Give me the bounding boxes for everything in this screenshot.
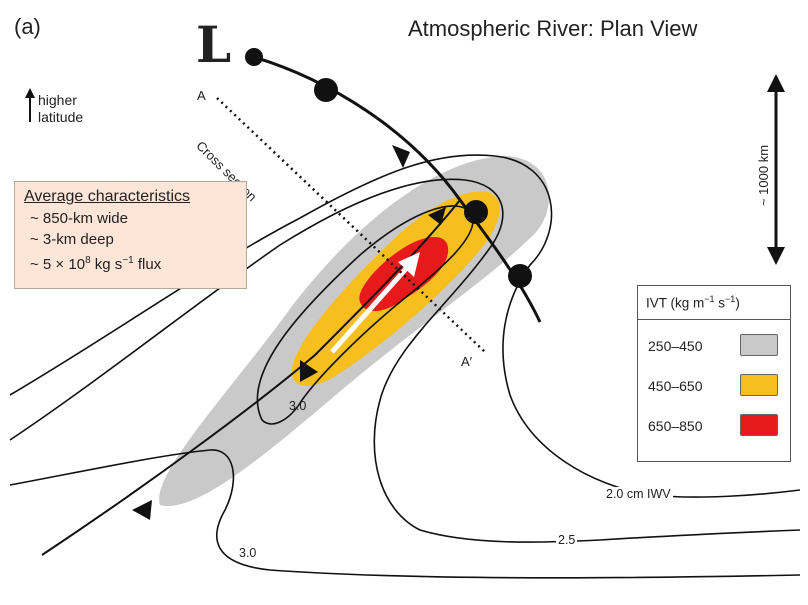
ivt-legend: IVT (kg m−1 s−1) 250–450 450–650 650–850: [637, 285, 791, 462]
legend-item: 250–450: [648, 334, 784, 358]
legend-swatch: [740, 334, 778, 356]
legend-divider: [638, 319, 790, 320]
legend-item: 450–650: [648, 374, 784, 398]
characteristic-width: ~ 850-km wide: [30, 210, 128, 227]
figure-title: Atmospheric River: Plan View: [408, 16, 698, 41]
low-pressure-icon: L: [196, 15, 232, 74]
contour-label-2.5: 2.5: [556, 533, 578, 547]
cross-section-start-label: A: [197, 88, 206, 103]
ivt-flow-arrowhead: [398, 252, 420, 277]
characteristic-flux: ~ 5 × 108 kg s−1 flux: [30, 255, 162, 273]
contour-label-3.0-inner: 3.0: [289, 399, 307, 413]
legend-swatch: [740, 374, 778, 396]
iwv-contour-3.0-outer: [9, 449, 801, 579]
cross-section-end-label: A′: [461, 354, 473, 369]
ivt-flow-arrow: [330, 260, 414, 354]
characteristics-title: Average characteristics: [24, 188, 190, 205]
legend-item: 650–850: [648, 414, 784, 438]
warm-front-icon: [245, 48, 532, 288]
cold-front-icon: [132, 145, 446, 520]
contour-label-3.0-outer: 3.0: [237, 546, 259, 560]
legend-swatch: [740, 414, 778, 436]
panel-label: (a): [14, 14, 41, 39]
legend-title: IVT (kg m−1 s−1): [646, 294, 740, 311]
double-arrow-icon: [767, 74, 785, 265]
higher-latitude-label: higher latitude: [38, 92, 84, 125]
average-characteristics-box: Average characteristics ~ 850-km wide ~ …: [14, 181, 247, 289]
cross-section-line: [216, 97, 486, 353]
iwv-contour-3.0-inner: [256, 205, 474, 425]
scale-bar-label: ~ 1000 km: [756, 144, 772, 207]
characteristic-depth: ~ 3-km deep: [30, 231, 114, 248]
contour-label-2.0: 2.0 cm IWV: [604, 487, 673, 501]
